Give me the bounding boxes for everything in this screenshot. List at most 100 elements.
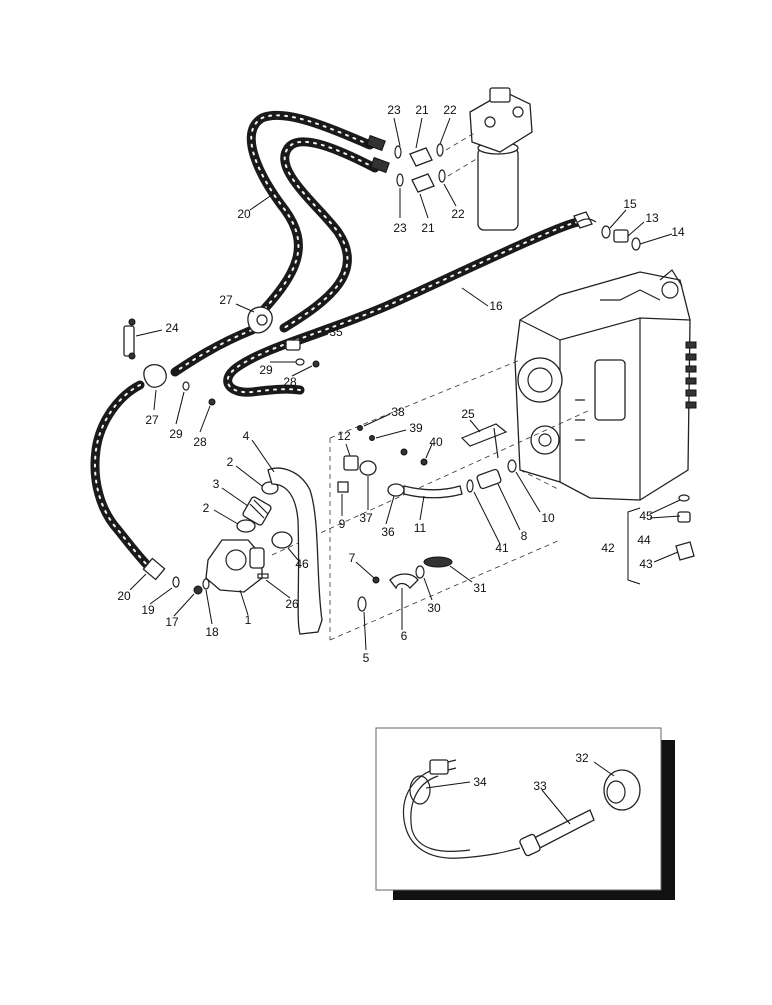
callout-10: 10 xyxy=(541,511,555,525)
hose-clamp-2-upper xyxy=(261,481,279,495)
fitting-8 xyxy=(476,468,502,490)
callout-20: 20 xyxy=(117,589,131,603)
callout-4: 4 xyxy=(243,429,250,443)
pump-body-1 xyxy=(205,539,265,593)
callout-35: 35 xyxy=(329,325,343,339)
callout-15: 15 xyxy=(623,197,637,211)
callout-24: 24 xyxy=(165,321,179,335)
rod-25 xyxy=(460,423,508,459)
nut-29-washer-28-lower xyxy=(182,381,216,406)
bracket-9 xyxy=(337,481,349,493)
callout-2: 2 xyxy=(227,455,234,469)
clamp-6 xyxy=(389,573,419,590)
fitting-41 xyxy=(466,479,474,493)
gasket-31 xyxy=(423,556,453,568)
callout-labels: 1 2 2 3 4 5 6 7 8 9 10 11 12 13 14 15 16… xyxy=(117,103,685,793)
callout-7: 7 xyxy=(349,551,356,565)
callout-23: 23 xyxy=(393,221,407,235)
hose-clamp-2-lower xyxy=(236,519,256,533)
callout-19: 19 xyxy=(141,603,155,617)
callout-26: 26 xyxy=(285,597,299,611)
callout-5: 5 xyxy=(363,651,370,665)
callout-42: 42 xyxy=(601,541,615,555)
filter-assembly xyxy=(469,87,533,231)
fitting-21-upper xyxy=(394,143,444,167)
center-line xyxy=(447,157,479,177)
callout-18: 18 xyxy=(205,625,219,639)
callout-44: 44 xyxy=(637,533,651,547)
center-line xyxy=(329,539,561,641)
small-fittings-17-18 xyxy=(193,573,269,595)
fitting-42-group xyxy=(627,494,695,585)
heater-kit-inset xyxy=(375,727,675,900)
heater-element-33 xyxy=(519,809,595,857)
fitting-36 xyxy=(387,483,405,497)
callout-22: 22 xyxy=(443,103,457,117)
center-line xyxy=(329,359,521,439)
clamp-27-upper xyxy=(247,306,273,334)
callout-36: 36 xyxy=(381,525,395,539)
callout-20: 20 xyxy=(237,207,251,221)
callout-1: 1 xyxy=(245,613,252,627)
callout-leaders xyxy=(129,117,681,825)
o-ring-10 xyxy=(507,459,517,473)
callout-34: 34 xyxy=(473,775,487,789)
callout-46: 46 xyxy=(295,557,309,571)
callout-37: 37 xyxy=(359,511,373,525)
small-bolts-38-40 xyxy=(357,425,428,466)
callout-21: 21 xyxy=(421,221,435,235)
hose-20-lower xyxy=(90,325,257,581)
center-line xyxy=(271,409,591,556)
callout-21: 21 xyxy=(415,103,429,117)
callout-12: 12 xyxy=(337,429,351,443)
nut-29-washer-28-upper xyxy=(295,358,320,368)
callout-39: 39 xyxy=(409,421,423,435)
o-ring-19 xyxy=(172,576,180,588)
fitting-21-lower xyxy=(396,169,446,193)
hose-20-upper xyxy=(246,110,390,333)
spacer-35 xyxy=(285,339,301,351)
callout-27: 27 xyxy=(219,293,233,307)
clamp-37 xyxy=(359,460,377,476)
callout-8: 8 xyxy=(521,529,528,543)
power-cord-34 xyxy=(402,759,521,859)
callout-33: 33 xyxy=(533,779,547,793)
callout-28: 28 xyxy=(193,435,207,449)
center-line xyxy=(445,131,477,151)
tube-11 xyxy=(403,485,463,499)
callout-16: 16 xyxy=(489,299,503,313)
callout-11: 11 xyxy=(414,521,427,535)
bolt-7 xyxy=(372,576,380,584)
fitting-12 xyxy=(343,455,359,471)
callout-6: 6 xyxy=(401,629,408,643)
callout-38: 38 xyxy=(391,405,405,419)
callout-2: 2 xyxy=(203,501,210,515)
callout-13: 13 xyxy=(645,211,659,225)
callout-23: 23 xyxy=(387,103,401,117)
callout-41: 41 xyxy=(495,541,509,555)
callout-32: 32 xyxy=(575,751,589,765)
adapter-32 xyxy=(603,769,641,811)
center-line xyxy=(519,469,561,491)
callout-30: 30 xyxy=(427,601,441,615)
callout-45: 45 xyxy=(639,509,653,523)
callout-27: 27 xyxy=(145,413,159,427)
callout-29: 29 xyxy=(169,427,183,441)
clamp-27-lower xyxy=(143,363,167,388)
o-ring-46 xyxy=(271,531,293,549)
callout-29: 29 xyxy=(259,363,273,377)
o-ring-30 xyxy=(415,565,425,579)
callout-3: 3 xyxy=(213,477,220,491)
callout-43: 43 xyxy=(639,557,653,571)
callout-22: 22 xyxy=(451,207,465,221)
o-ring-5 xyxy=(357,596,367,612)
callout-40: 40 xyxy=(429,435,443,449)
bracket-24 xyxy=(123,318,136,360)
callout-25: 25 xyxy=(461,407,475,421)
callout-14: 14 xyxy=(671,225,685,239)
callout-9: 9 xyxy=(339,517,346,531)
callout-28: 28 xyxy=(283,375,297,389)
callout-31: 31 xyxy=(473,581,487,595)
callout-17: 17 xyxy=(165,615,179,629)
